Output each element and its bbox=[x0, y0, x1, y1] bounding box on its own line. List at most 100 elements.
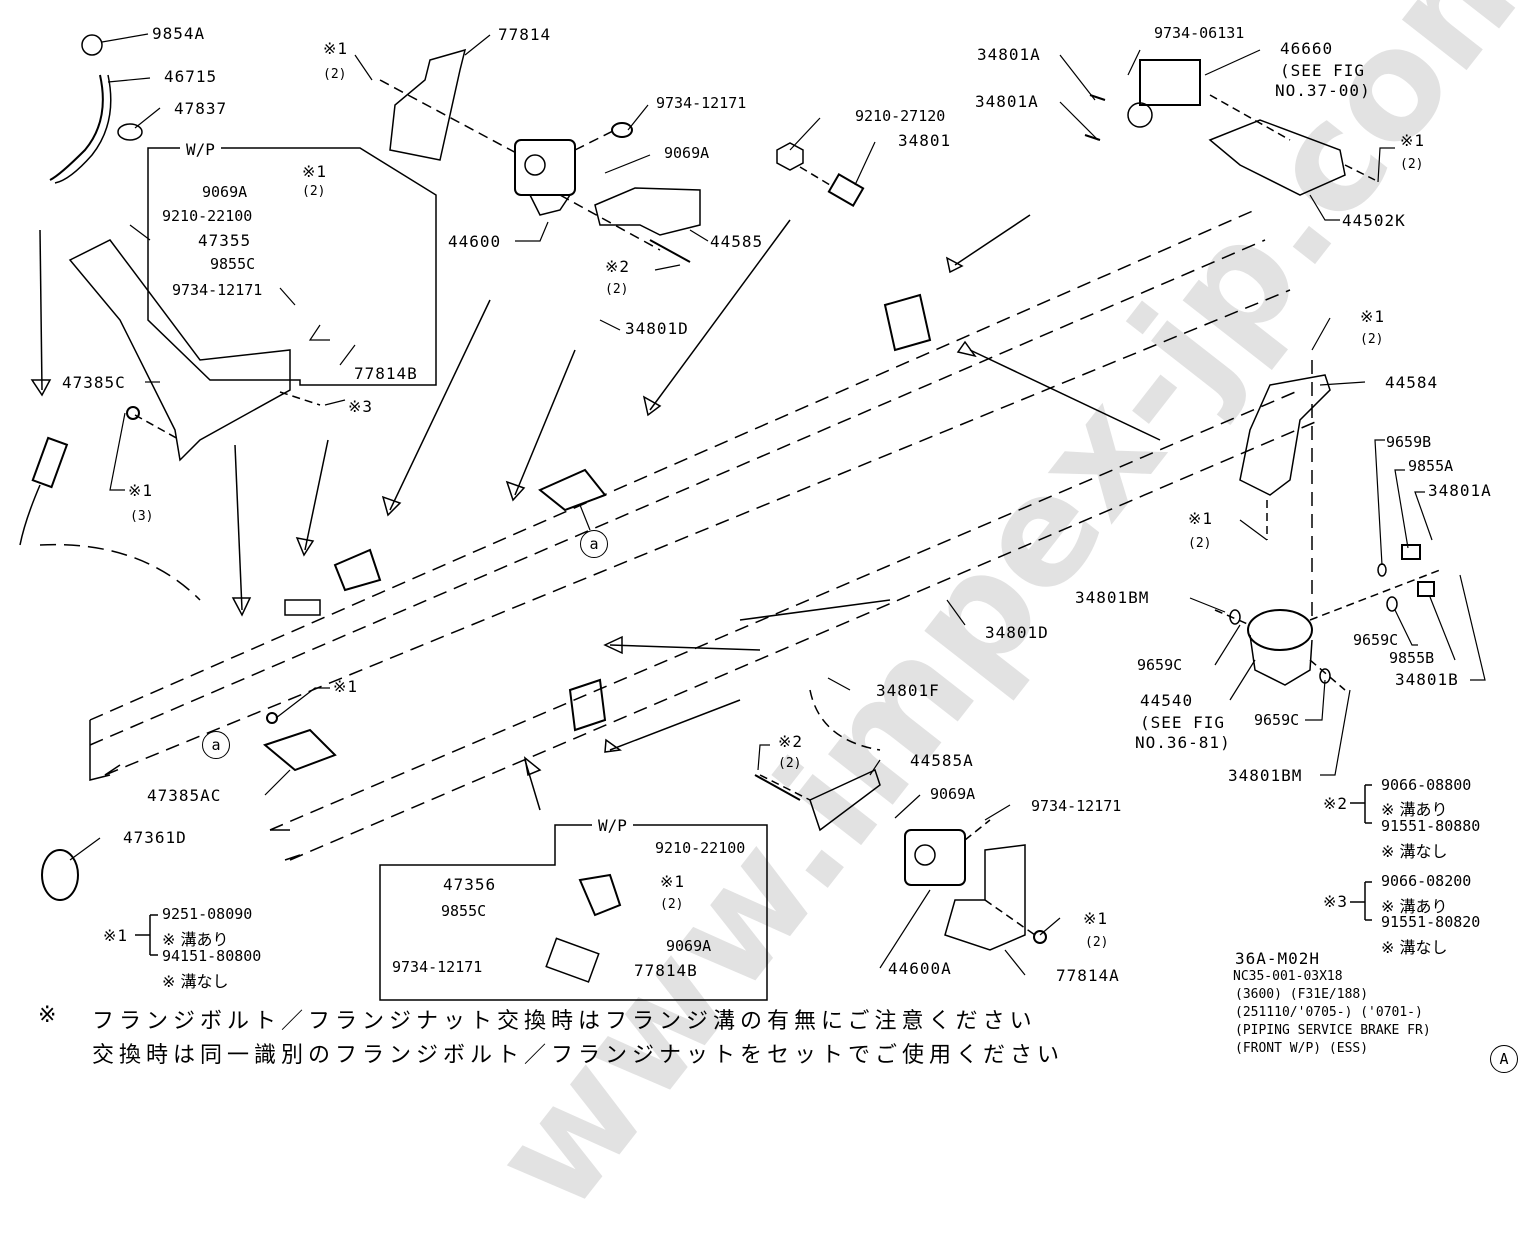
legend-mark: ※1 bbox=[103, 926, 129, 945]
note-mark: ※1 bbox=[1360, 307, 1386, 326]
title-line: (FRONT W/P) (ESS) bbox=[1235, 1041, 1369, 1056]
footnote-line-2: 交換時は同一識別のフランジボルト／フランジナットをセットでご使用ください bbox=[92, 1043, 1065, 1068]
legend-mark: ※3 bbox=[1323, 892, 1349, 911]
part-label: 44584 bbox=[1385, 373, 1439, 392]
legend-plain-part: 94151-80800 bbox=[162, 947, 262, 965]
bracket-44502K bbox=[1208, 119, 1346, 196]
fitting-9855B bbox=[1417, 581, 1435, 597]
bracket-77814A bbox=[944, 844, 1026, 951]
part-label: 9734-12171 bbox=[1031, 797, 1122, 815]
title-line: (251110/'0705-) ('0701-) bbox=[1235, 1005, 1423, 1020]
clamp-9854A bbox=[81, 34, 103, 56]
valve-46660 bbox=[1139, 59, 1201, 106]
frame-rail bbox=[89, 209, 1321, 861]
figure-reference: NO.36-81) bbox=[1135, 733, 1231, 752]
part-label: 34801A bbox=[1428, 481, 1492, 500]
quantity: (2) bbox=[302, 184, 326, 199]
clamp-47361D bbox=[41, 849, 79, 901]
wp-box-2 bbox=[379, 824, 768, 1001]
legend-grooved-text: ※ 溝あり bbox=[162, 930, 229, 949]
note-mark: ※3 bbox=[348, 397, 374, 416]
valve-44600A bbox=[904, 829, 966, 886]
part-label: 77814 bbox=[498, 25, 552, 44]
bolt bbox=[649, 239, 691, 263]
quantity: (3) bbox=[130, 509, 154, 524]
part-label: 9659C bbox=[1353, 631, 1399, 649]
figure-reference: (SEE FIG bbox=[1280, 61, 1366, 80]
part-label: 9069A bbox=[202, 183, 248, 201]
nut-9210-27120 bbox=[776, 142, 804, 171]
title-line: (PIPING SERVICE BRAKE FR) bbox=[1235, 1023, 1431, 1038]
legend-grooved-part: 9066-08200 bbox=[1381, 872, 1472, 890]
brake-pipe-right bbox=[809, 689, 881, 751]
part-label: 9659C bbox=[1137, 656, 1183, 674]
legend-plain-text: ※ 溝なし bbox=[1381, 938, 1448, 957]
part-label: 47356 bbox=[443, 875, 497, 894]
bracket-44585 bbox=[594, 187, 701, 236]
note-mark: ※1 bbox=[333, 677, 359, 696]
note-mark: ※1 bbox=[1083, 909, 1109, 928]
part-label: 9855A bbox=[1408, 457, 1454, 475]
legend-plain-text: ※ 溝なし bbox=[1381, 842, 1448, 861]
figure-reference: NO.37-00) bbox=[1275, 81, 1371, 100]
part-label: 47385C bbox=[62, 373, 126, 392]
note-mark: ※1 bbox=[1400, 131, 1426, 150]
legend-grooved-text: ※ 溝あり bbox=[1381, 897, 1448, 916]
quantity: (2) bbox=[1188, 536, 1212, 551]
part-label: 47385AC bbox=[147, 786, 222, 805]
quantity: (2) bbox=[1085, 935, 1109, 950]
part-label: 34801BM bbox=[1075, 588, 1150, 607]
part-label: 34801A bbox=[977, 45, 1041, 64]
part-label: 9210-27120 bbox=[855, 107, 946, 125]
part-label: 77814B bbox=[354, 364, 418, 383]
part-label: 9659B bbox=[1386, 433, 1432, 451]
plate-47385AC bbox=[262, 728, 337, 772]
parts-diagram: www.impex-jp.com bbox=[19, 0, 1536, 1242]
part-label: 9069A bbox=[666, 937, 712, 955]
wp-box-2-label: W/P bbox=[592, 816, 633, 835]
junction-plate bbox=[538, 468, 607, 512]
fitting-34801A bbox=[1084, 94, 1106, 141]
hose-46715 bbox=[49, 74, 104, 181]
part-label: 44540 bbox=[1140, 691, 1194, 710]
legend-grooved-part: 9251-08090 bbox=[162, 905, 253, 923]
part-label: 9734-12171 bbox=[656, 94, 747, 112]
seal-9659C bbox=[1229, 609, 1241, 625]
part-label: 46715 bbox=[164, 67, 218, 86]
part-label: 9855B bbox=[1389, 649, 1435, 667]
legend-grooved-part: 9066-08800 bbox=[1381, 776, 1472, 794]
legend-bracket-3 bbox=[1350, 881, 1372, 921]
bracket-77814 bbox=[389, 48, 467, 161]
note-mark: ※1 bbox=[302, 162, 328, 181]
legend-mark: ※2 bbox=[1323, 794, 1349, 813]
part-label: 44585A bbox=[910, 751, 974, 770]
note-mark: ※1 bbox=[323, 39, 349, 58]
reference-a-lower: a bbox=[202, 731, 230, 759]
part-label: 44600 bbox=[448, 232, 502, 251]
part-label: 77814A bbox=[1056, 966, 1120, 985]
legend-plain-part: 91551-80880 bbox=[1381, 817, 1481, 835]
note-mark: ※1 bbox=[660, 872, 686, 891]
fitting-9734-12171 bbox=[611, 122, 633, 138]
part-label: 44585 bbox=[710, 232, 764, 251]
part-label: 34801A bbox=[975, 92, 1039, 111]
part-label: 9734-06131 bbox=[1154, 24, 1245, 42]
part-label: 9734-12171 bbox=[172, 281, 263, 299]
valve-44540 bbox=[1247, 609, 1313, 651]
section-mark: A bbox=[1490, 1045, 1518, 1073]
footnote-line-1: フランジボルト／フランジナット交換時はフランジ溝の有無にご注意ください bbox=[92, 1009, 1037, 1034]
part-label: 9854A bbox=[152, 24, 206, 43]
leader-lines bbox=[69, 33, 1486, 976]
connector bbox=[333, 548, 382, 592]
legend-grooved-text: ※ 溝あり bbox=[1381, 800, 1448, 819]
title-line: (3600) (F31E/188) bbox=[1235, 987, 1369, 1002]
quantity: (2) bbox=[778, 756, 802, 771]
nut bbox=[126, 406, 140, 420]
legend-bracket-2 bbox=[1350, 784, 1372, 824]
part-label: 9659C bbox=[1254, 711, 1300, 729]
valve-44600 bbox=[514, 139, 576, 196]
part-label: 34801D bbox=[985, 623, 1049, 642]
part-label: 9069A bbox=[664, 144, 710, 162]
frame-end bbox=[89, 720, 121, 781]
footnote-mark: ※ bbox=[38, 1003, 62, 1028]
